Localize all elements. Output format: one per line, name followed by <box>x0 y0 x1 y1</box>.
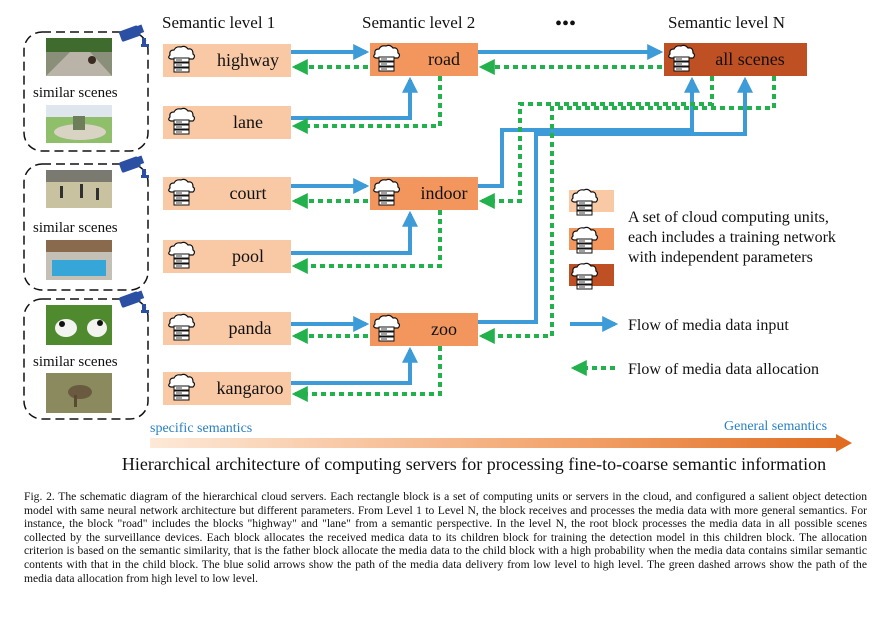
allocation-flow-arrows <box>291 59 776 402</box>
block-kangaroo: kangaroo <box>163 372 291 405</box>
scene-group-1-label: similar scenes <box>33 85 118 101</box>
block-pool: pool <box>163 240 291 273</box>
arrow-indoor-pool <box>291 210 442 274</box>
camera-icon <box>118 24 149 47</box>
arrow-kangaroo-zoo <box>291 346 418 385</box>
kangaroo-photo <box>46 373 112 413</box>
arrow-all-indoor <box>478 76 714 209</box>
level-n-heading: Semantic level N <box>668 13 785 32</box>
specific-semantics-label: specific semantics <box>150 421 252 436</box>
legend-units-line2: each includes a training network <box>628 229 836 246</box>
pool-photo <box>46 240 112 280</box>
block-indoor-label: indoor <box>421 183 468 203</box>
level-ellipsis: ••• <box>555 13 576 35</box>
arrow-zoo-all <box>478 76 753 324</box>
block-panda-label: panda <box>229 318 272 338</box>
block-road: road <box>370 43 478 76</box>
level-2-heading: Semantic level 2 <box>362 13 475 32</box>
legend-allocation-label: Flow of media data allocation <box>628 361 819 378</box>
arrow-pool-indoor <box>291 210 418 255</box>
block-lane: lane <box>163 106 291 139</box>
block-panda: panda <box>163 312 291 345</box>
block-kangaroo-label: kangaroo <box>217 378 284 398</box>
arrow-road-lane <box>291 76 442 134</box>
camera-icon <box>118 155 149 178</box>
scene-group-3-label: similar scenes <box>33 354 118 370</box>
scene-group-2-label: similar scenes <box>33 220 118 236</box>
camera-icon <box>118 290 149 313</box>
arrow-all-zoo <box>478 76 776 344</box>
figure-title: Hierarchical architecture of computing s… <box>122 454 826 474</box>
block-all-scenes-label: all scenes <box>715 49 784 69</box>
court-photo <box>46 170 112 208</box>
hierarchy-diagram: Semantic level 1 Semantic level 2 ••• Se… <box>23 13 852 474</box>
arrow-lane-road <box>291 76 418 120</box>
scene-group-1: similar scenes <box>23 31 149 152</box>
legend-input-label: Flow of media data input <box>628 317 789 334</box>
legend: A set of cloud computing units, each inc… <box>569 188 836 378</box>
block-zoo: zoo <box>370 313 478 346</box>
block-zoo-label: zoo <box>431 319 457 339</box>
scene-group-3: similar scenes <box>23 298 149 420</box>
general-semantics-label: General semantics <box>724 419 827 434</box>
scene-group-2: similar scenes <box>23 163 149 291</box>
legend-units-line3: with independent parameters <box>628 249 813 266</box>
block-court: court <box>163 177 291 210</box>
level-1-heading: Semantic level 1 <box>162 13 275 32</box>
lane-photo <box>46 105 112 143</box>
block-highway-label: highway <box>217 50 279 70</box>
arrow-zoo-kangaroo <box>291 346 442 402</box>
semantic-gradient-arrow <box>150 434 852 452</box>
legend-units-line1: A set of cloud computing units, <box>628 209 829 226</box>
block-road-label: road <box>428 49 460 69</box>
block-highway: highway <box>163 44 291 77</box>
block-pool-label: pool <box>232 246 264 266</box>
highway-photo <box>46 38 112 76</box>
block-court-label: court <box>230 183 267 203</box>
arrow-indoor-all <box>478 76 700 188</box>
figure-caption: Fig. 2. The schematic diagram of the hie… <box>24 490 867 585</box>
panda-photo <box>46 305 112 345</box>
block-all-scenes: all scenes <box>664 43 807 76</box>
block-indoor: indoor <box>370 177 478 210</box>
input-flow-arrows <box>291 44 753 385</box>
block-lane-label: lane <box>233 112 263 132</box>
